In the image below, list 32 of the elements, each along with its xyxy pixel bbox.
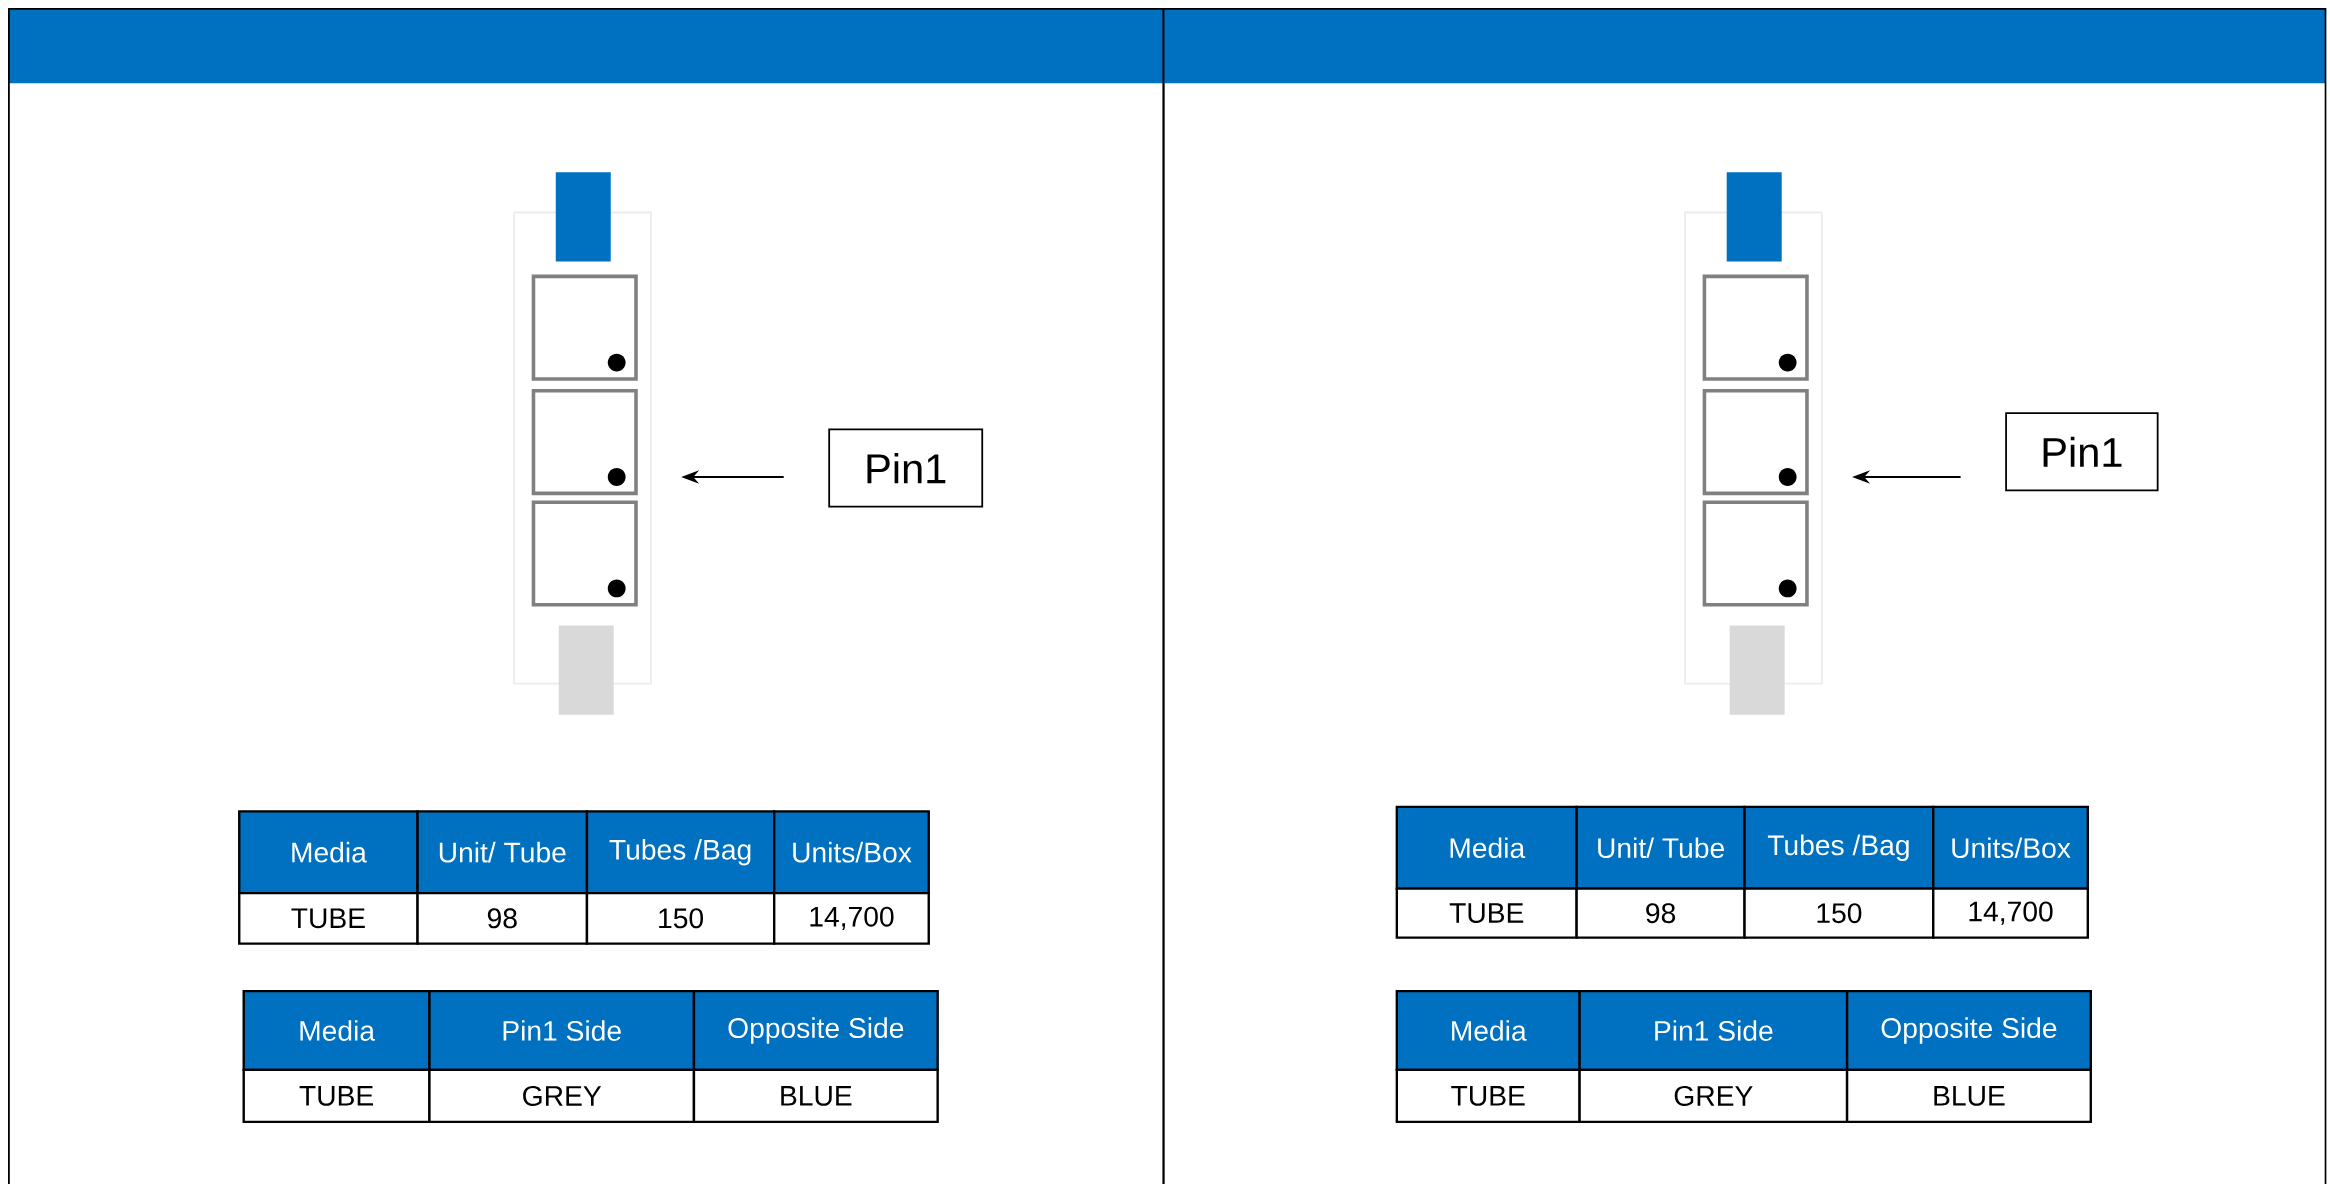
table-cell: 14,700 bbox=[1932, 887, 2089, 939]
table-cell: Media bbox=[242, 989, 431, 1071]
table-cell: TUBE bbox=[1395, 887, 1578, 939]
table-cell: Pin1 Side bbox=[1578, 989, 1849, 1071]
table-cell: TUBE bbox=[238, 891, 419, 945]
table-cell: 14,700 bbox=[773, 891, 930, 945]
table-cell: Tubes /Bag bbox=[1743, 805, 1935, 890]
label-box: Pin1 bbox=[2005, 412, 2159, 492]
table-cell: Media bbox=[1395, 805, 1578, 890]
table-cell: TUBE bbox=[242, 1068, 431, 1123]
table-cell: GREY bbox=[428, 1068, 696, 1123]
table-cell: Media bbox=[1395, 989, 1581, 1071]
table-cell: TUBE bbox=[1395, 1068, 1581, 1123]
table-cell: GREY bbox=[1578, 1068, 1849, 1123]
tube-drawing bbox=[513, 172, 652, 715]
table-cell: Tubes /Bag bbox=[585, 810, 776, 895]
table-cell: BLUE bbox=[692, 1068, 939, 1123]
table-cell: Unit/ Tube bbox=[1575, 805, 1746, 890]
table-cell: 98 bbox=[416, 891, 589, 945]
tube-drawing bbox=[1684, 172, 1823, 715]
table-cell: Unit/ Tube bbox=[416, 810, 589, 895]
label-box: Pin1 bbox=[828, 428, 984, 508]
table-cell: Opposite Side bbox=[692, 989, 939, 1071]
table-cell: Pin1 Side bbox=[428, 989, 696, 1071]
table-cell: 98 bbox=[1575, 887, 1746, 939]
table-cell: 150 bbox=[1743, 887, 1935, 939]
table-cell: Media bbox=[238, 810, 419, 895]
table-cell: Opposite Side bbox=[1845, 989, 2092, 1071]
table-cell: Units/Box bbox=[1932, 805, 2089, 890]
table-cell: Units/Box bbox=[773, 810, 930, 895]
table-cell: BLUE bbox=[1845, 1068, 2092, 1123]
table-cell: 150 bbox=[585, 891, 776, 945]
